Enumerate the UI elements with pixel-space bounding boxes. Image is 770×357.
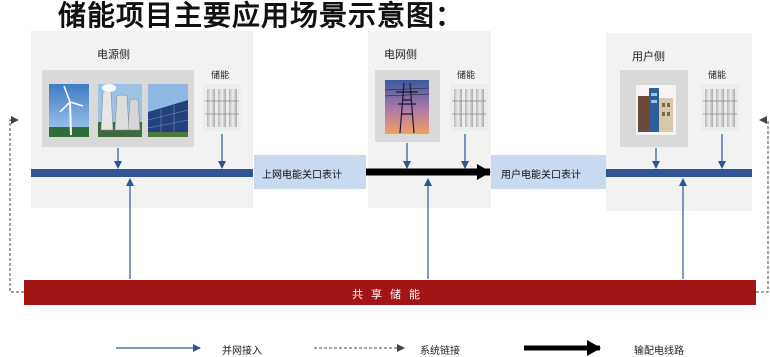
battery-rack-icon [203,84,241,131]
diagram-title: 储能项目主要应用场景示意图： [58,0,465,32]
power-source-storage-label: 储能 [211,71,230,81]
battery-rack-icon [450,84,488,131]
system-link-left [9,116,24,293]
grid-storage-label: 储能 [457,71,476,81]
legend-system-link-label: 系统链接 [420,346,460,357]
upper-grid-meter-label: 上网电能关口表计 [262,170,342,181]
source-bus-line [31,169,253,177]
user-bus-line [606,169,752,177]
user-meter-label: 用户电能关口表计 [501,170,581,181]
user-storage-label: 储能 [708,71,727,81]
user-label: 用户侧 [632,50,665,63]
shared-storage-label: 共享储能 [352,288,428,301]
legend-transmission-line-label: 输配电线路 [634,346,684,357]
power-source-label: 电源侧 [97,48,130,61]
wind-turbine-icon [49,84,89,137]
upper-grid-meter-box [254,155,366,189]
solar-panel-icon [147,84,189,137]
battery-rack-icon [701,84,739,131]
building-icon [636,85,676,135]
legend-grid-connection-label: 并网接入 [222,346,262,357]
shared-storage-bar [24,280,756,305]
user-meter-box [491,155,606,189]
cooling-tower-icon [98,84,142,137]
transmission-tower-icon [384,80,430,134]
grid-label: 电网侧 [384,48,417,61]
system-link-right [756,116,769,293]
